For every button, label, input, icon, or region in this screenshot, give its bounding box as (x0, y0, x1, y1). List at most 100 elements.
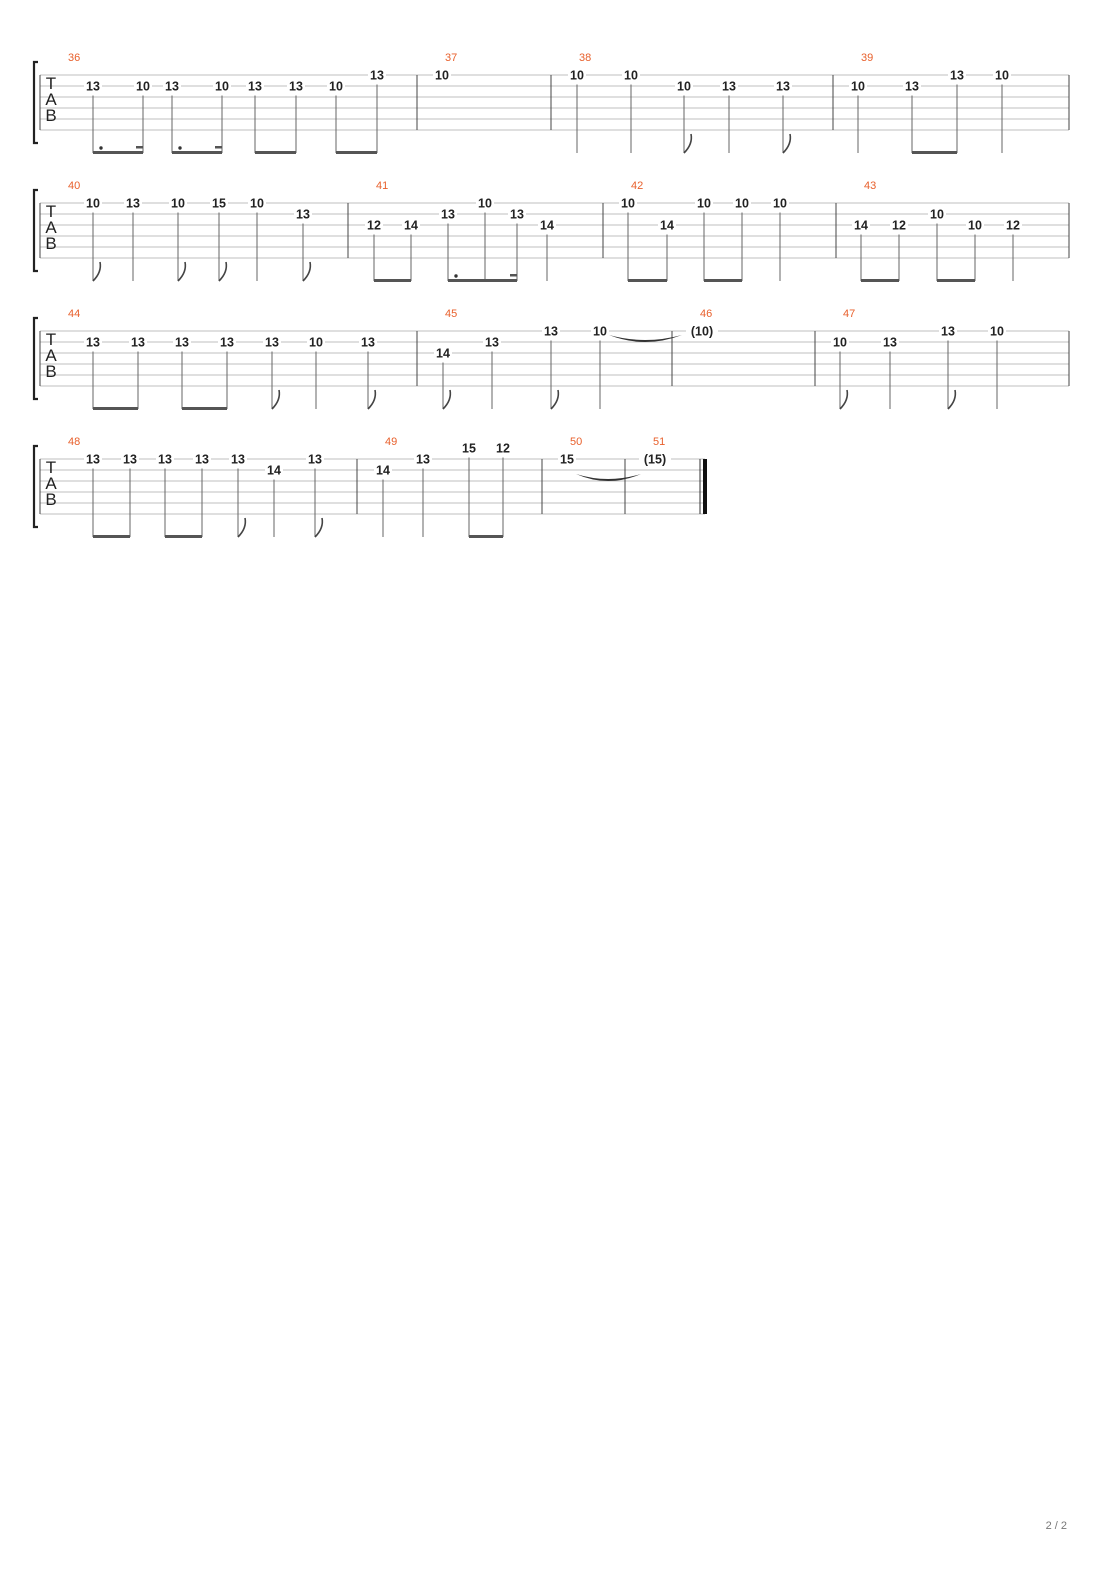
fret-background (156, 454, 174, 467)
fret-number: 13 (126, 197, 140, 211)
fret-number: 10 (697, 197, 711, 211)
fret-number: 10 (309, 336, 323, 350)
beam (628, 279, 667, 282)
measure-number: 51 (653, 436, 665, 448)
fret-background (129, 337, 147, 350)
fret-number: 13 (231, 453, 245, 467)
fret-background (365, 220, 383, 233)
beam-stub (136, 146, 143, 149)
eighth-flag (177, 261, 187, 282)
fret-number: 14 (660, 219, 674, 233)
fret-background (84, 81, 102, 94)
fret-number: 13 (485, 336, 499, 350)
fret-background (218, 337, 236, 350)
fret-background (483, 337, 501, 350)
measure-number: 43 (864, 180, 876, 192)
fret-background (287, 81, 305, 94)
fret-number: 14 (376, 464, 390, 478)
fret-number: 10 (968, 219, 982, 233)
fret-number: 10 (677, 80, 691, 94)
fret-number: 13 (248, 80, 262, 94)
fret-background (852, 220, 870, 233)
eighth-flag (302, 261, 312, 282)
fret-background (508, 209, 526, 222)
fret-number: 13 (289, 80, 303, 94)
fret-number: 13 (361, 336, 375, 350)
beam (182, 407, 227, 410)
fret-background (720, 81, 738, 94)
fret-number: 10 (329, 80, 343, 94)
fret-background (988, 326, 1006, 339)
fret-background (476, 198, 494, 211)
fret-number: 13 (123, 453, 137, 467)
fret-background (121, 454, 139, 467)
fret-number: 10 (621, 197, 635, 211)
eighth-flag (947, 389, 957, 410)
fret-number: 13 (165, 80, 179, 94)
fret-background (84, 337, 102, 350)
fret-background (248, 198, 266, 211)
fret-background (84, 198, 102, 211)
fret-number: 12 (496, 442, 510, 456)
tab-clef-letter: A (45, 474, 57, 493)
fret-background (966, 220, 984, 233)
measure-number: 47 (843, 308, 855, 320)
beam (704, 279, 742, 282)
fret-background (210, 198, 228, 211)
fret-background (774, 81, 792, 94)
fret-number: 14 (267, 464, 281, 478)
eighth-flag (367, 389, 377, 410)
fret-background (733, 198, 751, 211)
fret-number: 13 (950, 69, 964, 83)
beam (469, 535, 503, 538)
fret-number: 14 (436, 347, 450, 361)
fret-background (993, 70, 1011, 83)
fret-background (568, 70, 586, 83)
fret-background (414, 454, 432, 467)
fret-number: 13 (86, 336, 100, 350)
fret-background (558, 454, 576, 467)
fret-background (1004, 220, 1022, 233)
fret-background (928, 209, 946, 222)
fret-background (542, 326, 560, 339)
fret-number: 10 (250, 197, 264, 211)
eighth-flag (237, 517, 247, 538)
system-bracket (32, 444, 38, 529)
augmentation-dot (178, 146, 182, 150)
fret-number: 13 (883, 336, 897, 350)
fret-background (229, 454, 247, 467)
fret-number: 13 (544, 325, 558, 339)
fret-number: 13 (510, 208, 524, 222)
tab-clef-letter: A (45, 90, 57, 109)
fret-number: 10 (773, 197, 787, 211)
fret-background (831, 337, 849, 350)
tab-clef-letter: T (46, 458, 56, 477)
tab-clef-letter: B (45, 490, 56, 509)
fret-number: 12 (367, 219, 381, 233)
fret-background (163, 81, 181, 94)
fret-number: 13 (296, 208, 310, 222)
tab-clef-letter: B (45, 234, 56, 253)
beam (912, 151, 957, 154)
fret-background (890, 220, 908, 233)
beam-stub (215, 146, 222, 149)
fret-number: 13 (941, 325, 955, 339)
eighth-flag (314, 517, 324, 538)
fret-background (134, 81, 152, 94)
eighth-flag (442, 389, 452, 410)
fret-background (622, 70, 640, 83)
beam (336, 151, 377, 154)
beam (937, 279, 975, 282)
measure-number: 45 (445, 308, 457, 320)
fret-number: (15) (644, 453, 666, 467)
beam (93, 407, 138, 410)
fret-background (402, 220, 420, 233)
tab-clef-letter: T (46, 330, 56, 349)
fret-number: 14 (540, 219, 554, 233)
fret-number: 12 (1006, 219, 1020, 233)
eighth-flag (839, 389, 849, 410)
fret-number: 10 (930, 208, 944, 222)
fret-background (675, 81, 693, 94)
tab-clef-letter: T (46, 74, 56, 93)
